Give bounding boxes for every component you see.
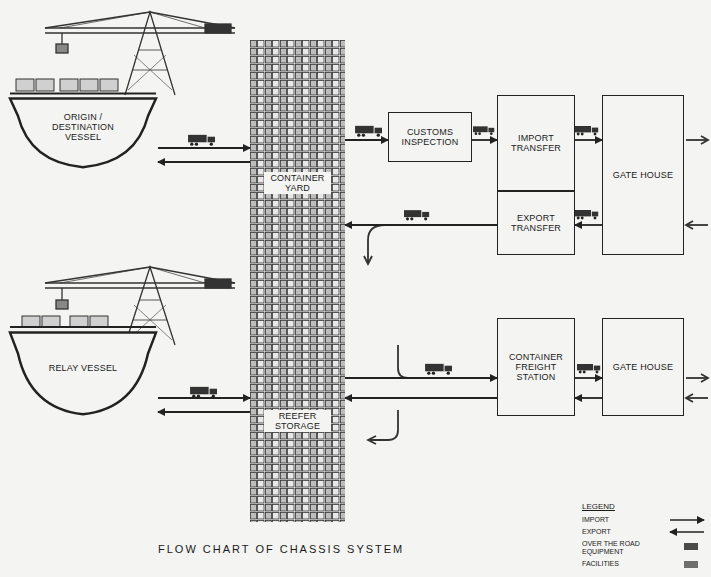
flow-arrow <box>158 397 250 399</box>
legend-arrow-sample <box>670 531 704 533</box>
legend-heading: LEGEND <box>582 503 615 511</box>
node-label: ORIGIN / DESTINATION VESSEL <box>44 112 122 142</box>
legend-arrow-sample <box>670 519 704 521</box>
flow-arrow <box>575 224 602 226</box>
flow-arrow <box>345 397 497 399</box>
flow-arrow <box>575 377 602 379</box>
legend-swatch <box>684 543 698 550</box>
legend-text: FACILITIES <box>582 560 644 568</box>
hull-outline <box>10 333 156 415</box>
node-label: EXPORT TRANSFER <box>501 213 571 233</box>
flow-arrow <box>158 411 250 413</box>
container-yard: CONTAINER YARD REEFER STORAGE <box>250 40 345 522</box>
node-label: CONTAINER FREIGHT STATION <box>501 352 571 382</box>
hull-outline <box>10 98 156 167</box>
vessel-shape: RELAY VESSEL <box>8 325 158 420</box>
flow-arrow <box>472 139 497 141</box>
legend-text: IMPORT <box>582 516 644 524</box>
yard-grid <box>250 40 345 522</box>
vessel-shape: ORIGIN / DESTINATION VESSEL <box>8 92 158 172</box>
flow-arrow <box>575 397 602 399</box>
legend-swatch <box>684 561 698 568</box>
node-label: GATE HOUSE <box>613 362 673 372</box>
node-label: GATE HOUSE <box>613 170 673 180</box>
flow-arrow <box>345 224 497 226</box>
process-box: GATE HOUSE <box>602 318 684 416</box>
node-label: CUSTOMS INSPECTION <box>392 127 468 147</box>
node-label: RELAY VESSEL <box>49 363 118 373</box>
process-box: GATE HOUSE <box>602 95 684 255</box>
process-box: CONTAINER FREIGHT STATION <box>497 318 575 416</box>
deck-containers <box>16 79 118 91</box>
flow-arrow <box>158 161 250 163</box>
process-box: CUSTOMS INSPECTION <box>388 112 472 162</box>
node-label: CONTAINER YARD <box>264 172 331 194</box>
flow-arrow <box>158 147 250 149</box>
crane <box>45 12 235 95</box>
flow-arrow <box>575 139 602 141</box>
hull-deck <box>10 93 156 95</box>
legend-text: OVER THE ROAD EQUIPMENT <box>582 540 644 556</box>
flow-arrow <box>345 377 497 379</box>
process-box: EXPORT TRANSFER <box>497 191 575 255</box>
legend-text: EXPORT <box>582 528 644 536</box>
flow-arrow <box>345 139 388 141</box>
yard-grid <box>250 40 345 522</box>
caption: FLOW CHART OF CHASSIS SYSTEM <box>158 543 404 555</box>
hull-deck <box>10 326 156 328</box>
node-label: IMPORT TRANSFER <box>501 133 571 153</box>
deck-containers <box>22 316 108 327</box>
node-label: REEFER STORAGE <box>264 410 331 432</box>
process-box: IMPORT TRANSFER <box>497 95 575 191</box>
